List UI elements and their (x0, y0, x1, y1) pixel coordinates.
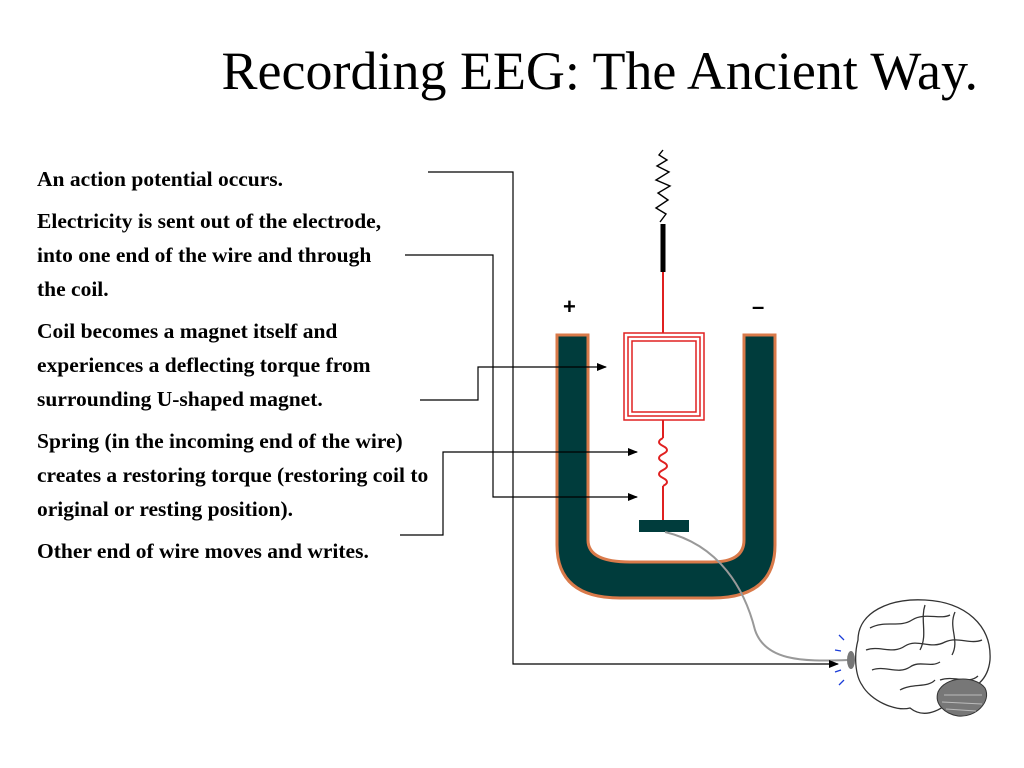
slide-title: Recording EEG: The Ancient Way. (221, 41, 978, 101)
u-magnet (555, 333, 777, 600)
electrode-icon (834, 634, 855, 686)
step-action-potential: An action potential occurs. (37, 167, 284, 191)
step-coil-magnet: Coil becomes a magnet itself and experie… (37, 319, 371, 411)
minus-label: – (752, 294, 764, 319)
pen-trace-icon (654, 149, 672, 272)
leader-lines (400, 171, 839, 668)
step-electricity-sent: Electricity is sent out of the electrode… (37, 209, 382, 301)
step-spring-restoring: Spring (in the incoming end of the wire)… (37, 429, 429, 521)
cerebellum (936, 678, 988, 717)
electrode-wire (664, 531, 849, 662)
plus-label: + (563, 294, 576, 319)
coil-icon (623, 332, 705, 421)
pivot-bar (639, 520, 689, 532)
step-wire-writes: Other end of wire moves and writes. (37, 539, 369, 563)
step-list: An action potential occurs. Electricity … (37, 162, 442, 576)
spring-icon (658, 420, 668, 520)
